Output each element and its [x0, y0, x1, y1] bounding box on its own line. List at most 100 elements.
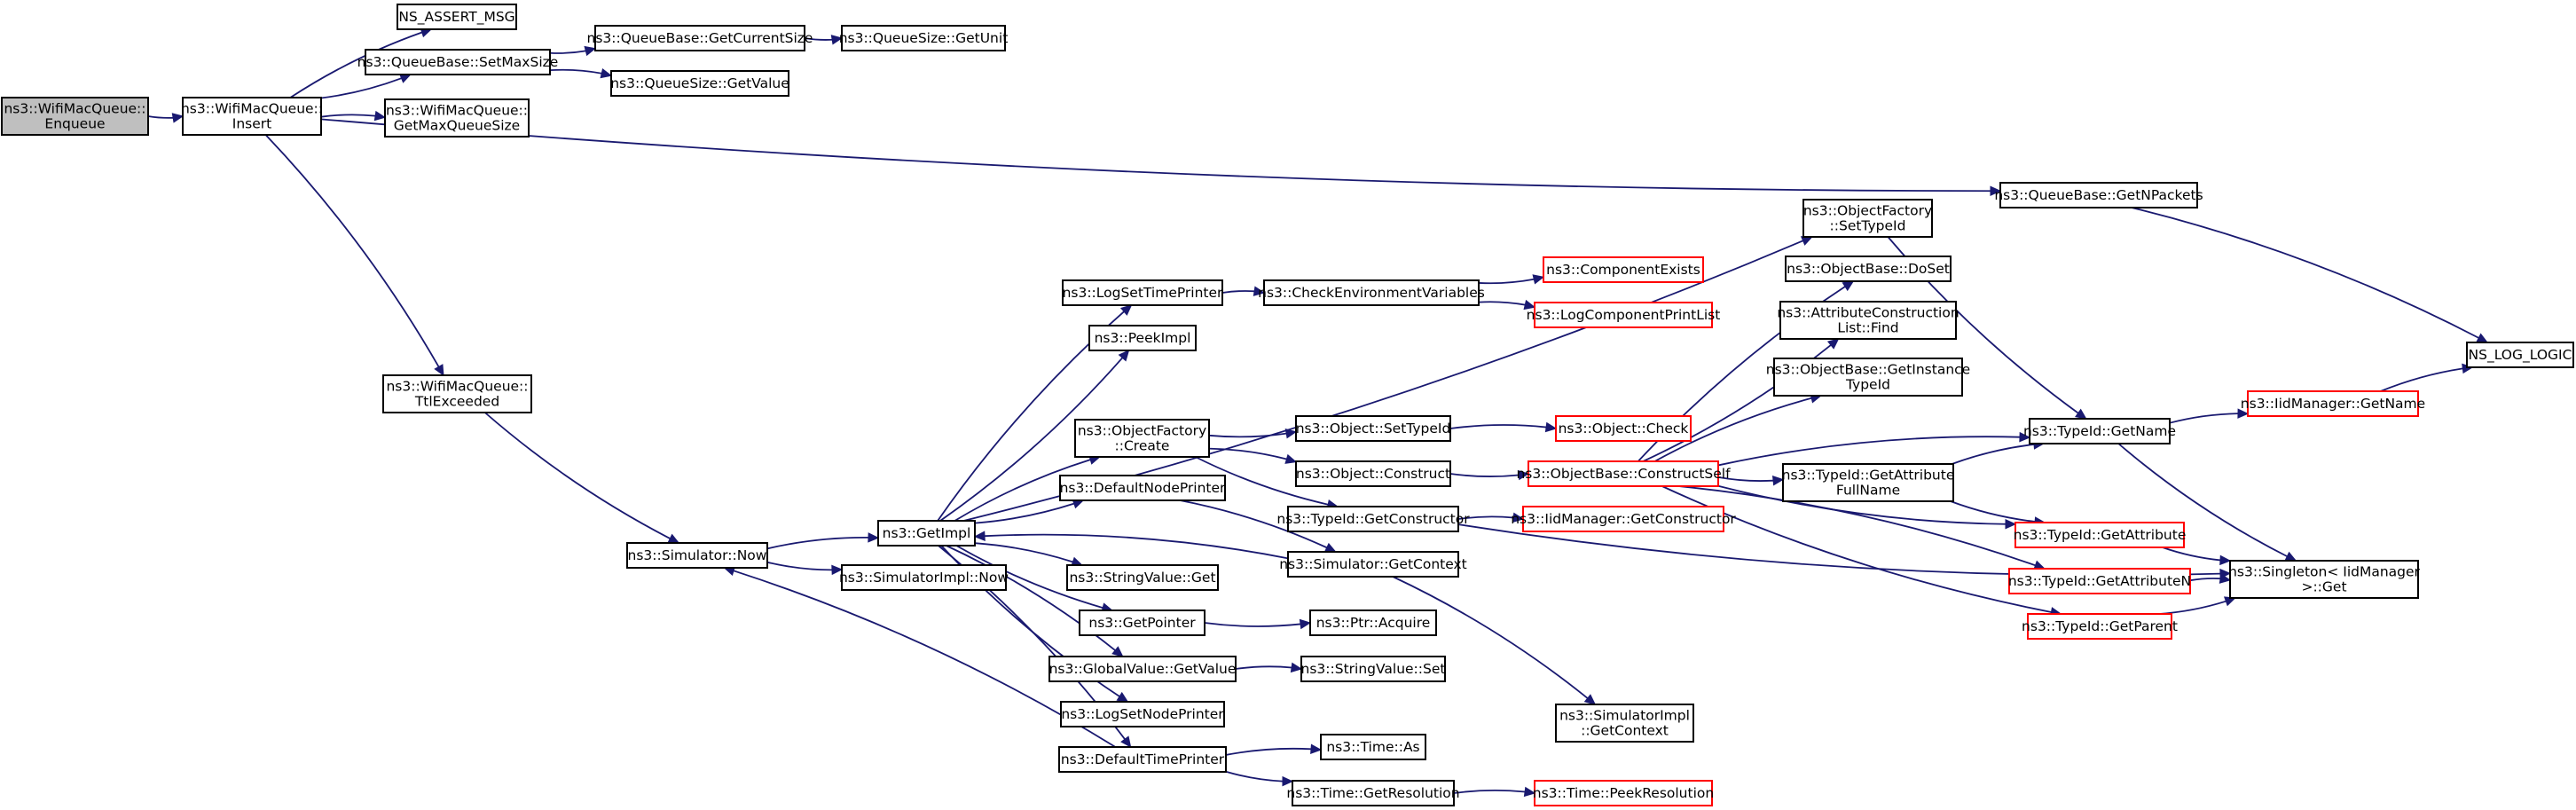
node-label: ns3::ObjectBase::GetInstance [1766, 362, 1970, 378]
edge-line [1457, 515, 1514, 520]
node-objectbase-constructself[interactable]: ns3::ObjectBase::ConstructSelf [1516, 460, 1731, 487]
edge-insert-to-ttlexceeded [264, 134, 444, 377]
node-ns-assert-msg[interactable]: NS_ASSERT_MSG [397, 4, 517, 30]
node-box [2027, 613, 2172, 640]
edge-line [1478, 278, 1535, 285]
node-getvalue-qs[interactable]: ns3::QueueSize::GetValue [610, 70, 789, 97]
node-object-settypeid[interactable]: ns3::Object::SetTypeId [1295, 415, 1451, 442]
node-globalvalue-getvalue[interactable]: ns3::GlobalValue::GetValue [1048, 656, 1237, 682]
node-typeid-getconstructor[interactable]: ns3::TypeId::GetConstructor [1276, 506, 1470, 532]
edge-line [1478, 301, 1526, 306]
node-time-peekresolution[interactable]: ns3::Time::PeekResolution [1533, 780, 1714, 806]
edge-line [1235, 665, 1292, 670]
edge-sim_getcontext-to-getimpl [973, 531, 1289, 560]
node-objectbase-doset[interactable]: ns3::ObjectBase::DoSet [1785, 256, 1952, 282]
edge-typeid_getattributen-to-singleton_get [2189, 573, 2232, 584]
node-ttlexceeded[interactable]: ns3::WifiMacQueue::TtlExceeded [382, 374, 532, 413]
node-label: ns3::QueueSize::GetValue [610, 75, 789, 91]
node-ns-log-logic[interactable]: NS_LOG_LOGIC [2466, 342, 2574, 368]
node-object-check[interactable]: ns3::Object::Check [1555, 415, 1692, 442]
node-objfactory-create[interactable]: ns3::ObjectFactory::Create [1074, 419, 1210, 458]
node-typeid-getparent[interactable]: ns3::TypeId::GetParent [2022, 613, 2178, 640]
node-label: ns3::Ptr::Acquire [1316, 615, 1431, 631]
node-logsettimeprinter[interactable]: ns3::LogSetTimePrinter [1062, 279, 1223, 306]
node-box [2029, 418, 2171, 444]
node-checkenvvars[interactable]: ns3::CheckEnvironmentVariables [1258, 279, 1485, 306]
node-box [1, 97, 149, 136]
node-getpointer[interactable]: ns3::GetPointer [1079, 609, 1206, 636]
node-iidmanager-getconstructor[interactable]: ns3::IidManager::GetConstructor [1511, 506, 1736, 532]
node-defaultnodeprinter[interactable]: ns3::DefaultNodePrinter [1059, 475, 1226, 501]
node-objfactory-settypeid[interactable]: ns3::ObjectFactory::SetTypeId [1802, 199, 1933, 238]
arrowhead [600, 67, 613, 79]
edge-logsettimeprinter-to-checkenvvars [1221, 286, 1266, 296]
node-typeid-getattribute[interactable]: ns3::TypeId::GetAttribute [2014, 522, 2187, 548]
node-iidmanager-getname[interactable]: ns3::IidManager::GetName [2241, 390, 2425, 417]
node-object-construct[interactable]: ns3::Object::Construct [1295, 460, 1451, 487]
node-label: ns3::WifiMacQueue:: [386, 379, 528, 395]
node-time-getresolution[interactable]: ns3::Time::GetResolution [1286, 780, 1460, 806]
node-box [1287, 506, 1459, 532]
arrowhead [973, 531, 986, 541]
node-getimpl[interactable]: ns3::GetImpl [877, 520, 976, 547]
arrowhead [2284, 551, 2297, 562]
edge-line [1453, 789, 1526, 794]
node-sim-getcontext[interactable]: ns3::Simulator::GetContext [1279, 551, 1467, 578]
node-simimpl-getcontext[interactable]: ns3::SimulatorImpl::GetContext [1555, 704, 1694, 743]
edge-line [1208, 432, 1287, 438]
edge-line [2169, 413, 2239, 424]
edge-line [1950, 500, 2036, 523]
node-label: ns3::WifiMacQueue:: [386, 103, 528, 119]
node-singleton-get[interactable]: ns3::Singleton< IidManager >::Get [2228, 560, 2421, 599]
node-label: ns3::CheckEnvironmentVariables [1258, 285, 1485, 301]
node-ptr-acquire[interactable]: ns3::Ptr::Acquire [1309, 609, 1437, 636]
node-label: ns3::ObjectBase::ConstructSelf [1516, 466, 1731, 482]
node-box [1088, 325, 1197, 351]
node-typeid-getattributen[interactable]: ns3::TypeId::GetAttributeN [2008, 568, 2191, 594]
node-getcurrentsize[interactable]: ns3::QueueBase::GetCurrentSize [587, 25, 813, 51]
node-time-as[interactable]: ns3::Time::As [1320, 734, 1426, 760]
edge-checkenvvars-to-componentexists [1478, 274, 1545, 285]
node-label: ns3::SimulatorImpl [1559, 708, 1690, 724]
node-simimpl-now[interactable]: ns3::SimulatorImpl::Now [839, 564, 1009, 591]
node-label: ::SetTypeId [1830, 218, 1906, 234]
node-defaulttimeprinter[interactable]: ns3::DefaultTimePrinter [1058, 746, 1227, 773]
edge-line [1717, 436, 2021, 467]
node-getunit[interactable]: ns3::QueueSize::GetUnit [839, 25, 1009, 51]
node-box [2229, 560, 2419, 599]
node-label: NS_ASSERT_MSG [398, 9, 514, 26]
edge-getpointer-to-ptr_acquire [1204, 618, 1312, 630]
node-peekimpl[interactable]: ns3::PeekImpl [1088, 325, 1197, 351]
node-label: ns3::QueueBase::GetCurrentSize [587, 30, 813, 46]
node-getnpackets[interactable]: ns3::QueueBase::GetNPackets [1994, 182, 2203, 208]
arrowhead [1323, 542, 1337, 553]
node-stringvalue-get[interactable]: ns3::StringValue::Get [1066, 564, 1219, 591]
edge-defaulttimeprinter-to-time_getresolution [1225, 770, 1294, 787]
edge-sim_getcontext-to-simimpl_getcontext [1392, 576, 1597, 705]
node-componentexists[interactable]: ns3::ComponentExists [1543, 256, 1704, 283]
node-typeid-getname[interactable]: ns3::TypeId::GetName [2023, 418, 2176, 444]
node-stringvalue-set[interactable]: ns3::StringValue::Set [1300, 656, 1446, 682]
node-box [382, 374, 532, 413]
edge-line [1952, 444, 2035, 465]
arrowhead [171, 113, 185, 123]
node-logcomponentprintlist[interactable]: ns3::LogComponentPrintList [1527, 302, 1721, 328]
node-setmaxsize[interactable]: ns3::QueueBase::SetMaxSize [357, 49, 559, 75]
node-enqueue: ns3::WifiMacQueue::Enqueue [1, 97, 149, 136]
node-logsetnodeprinter[interactable]: ns3::LogSetNodePrinter [1060, 701, 1225, 727]
node-label: ::Create [1115, 438, 1170, 454]
node-box [1534, 780, 1713, 806]
edge-line [2131, 207, 2479, 339]
node-sim-now[interactable]: ns3::Simulator::Now [626, 542, 768, 569]
node-box [841, 25, 1006, 51]
node-insert[interactable]: ns3::WifiMacQueue::Insert [181, 97, 323, 136]
node-box [1287, 551, 1459, 578]
arrowhead [1118, 350, 1130, 362]
arrowhead [2237, 408, 2250, 419]
node-getmaxqueuesize[interactable]: ns3::WifiMacQueue::GetMaxQueueSize [384, 98, 530, 138]
edge-line [1208, 447, 1287, 460]
arrowhead [1253, 286, 1266, 296]
